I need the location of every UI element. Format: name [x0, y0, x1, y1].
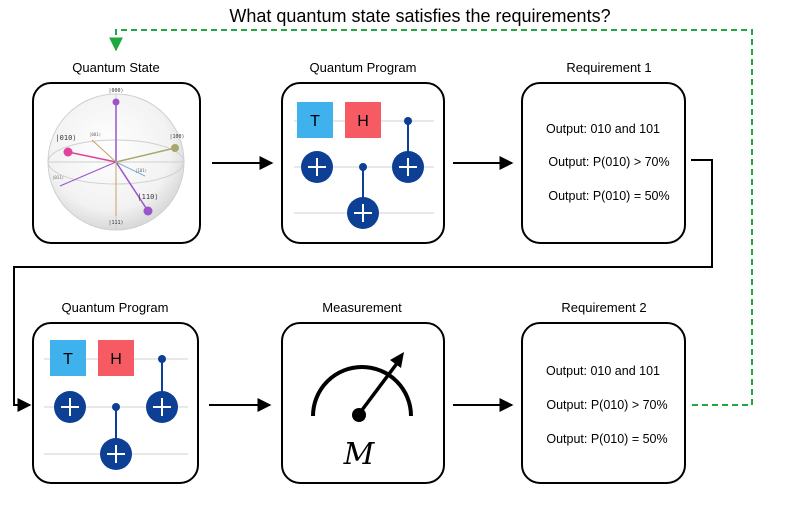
- circuit-top: T H: [294, 102, 434, 229]
- quantum-program-top-title: Quantum Program: [310, 60, 417, 75]
- state-label-001: |001⟩: [89, 132, 101, 137]
- quantum-state-title: Quantum State: [72, 60, 159, 75]
- state-label-011: |011⟩: [52, 175, 64, 180]
- arrow-row-connector: [13, 159, 713, 412]
- cnot-target-2: [347, 197, 379, 229]
- cnot-control-2: [359, 163, 367, 171]
- cnot-control-b3: [158, 355, 166, 363]
- circuit-bottom: T H: [44, 340, 188, 470]
- measurement-title: Measurement: [322, 300, 402, 315]
- cnot-target-b2: [100, 438, 132, 470]
- h-gate-top: [345, 102, 381, 138]
- t-gate-bottom-label: T: [63, 351, 73, 368]
- meter-icon: [311, 352, 413, 422]
- cnot-control-3: [404, 117, 412, 125]
- requirement-2-title: Requirement 2: [561, 300, 646, 315]
- measurement-panel: [281, 322, 445, 484]
- quantum-program-bottom-title: Quantum Program: [62, 300, 169, 315]
- state-label-100: |100⟩: [169, 134, 184, 140]
- h-gate-bottom-label: H: [110, 351, 122, 368]
- req1-line-3: Output: P(010) = 50%: [548, 189, 669, 203]
- measurement-symbol: M: [343, 437, 376, 472]
- req1-line-1: Output: 010 and 101: [546, 122, 660, 136]
- cnot-target-3: [392, 151, 424, 183]
- cnot-target-b1: [54, 391, 86, 423]
- requirement-2-panel: [521, 322, 686, 484]
- feedback-arrow: [109, 29, 753, 406]
- state-label-110: |110⟩: [137, 193, 158, 201]
- t-gate-top-label: T: [310, 113, 320, 130]
- state-label-000: |000⟩: [108, 88, 123, 94]
- state-label-101: |101⟩: [135, 168, 147, 173]
- state-label-010: |010⟩: [55, 134, 76, 142]
- t-gate-bottom: [50, 340, 86, 376]
- h-gate-top-label: H: [357, 113, 369, 130]
- requirement-1-title: Requirement 1: [566, 60, 651, 75]
- question-title: What quantum state satisfies the require…: [229, 6, 610, 26]
- cnot-target-b3: [146, 391, 178, 423]
- t-gate-top: [297, 102, 333, 138]
- h-gate-bottom: [98, 340, 134, 376]
- bloch-sphere: |000⟩ |010⟩ |001⟩ |100⟩ |011⟩ |101⟩ |110…: [47, 88, 185, 231]
- state-label-111: |111⟩: [108, 220, 123, 226]
- req1-line-2: Output: P(010) > 70%: [548, 155, 669, 169]
- cnot-target-1: [301, 151, 333, 183]
- req2-line-1: Output: 010 and 101: [546, 364, 660, 378]
- req2-line-3: Output: P(010) = 50%: [546, 432, 667, 446]
- requirement-1-panel: [521, 82, 686, 244]
- req2-line-2: Output: P(010) > 70%: [546, 398, 667, 412]
- cnot-control-b2: [112, 403, 120, 411]
